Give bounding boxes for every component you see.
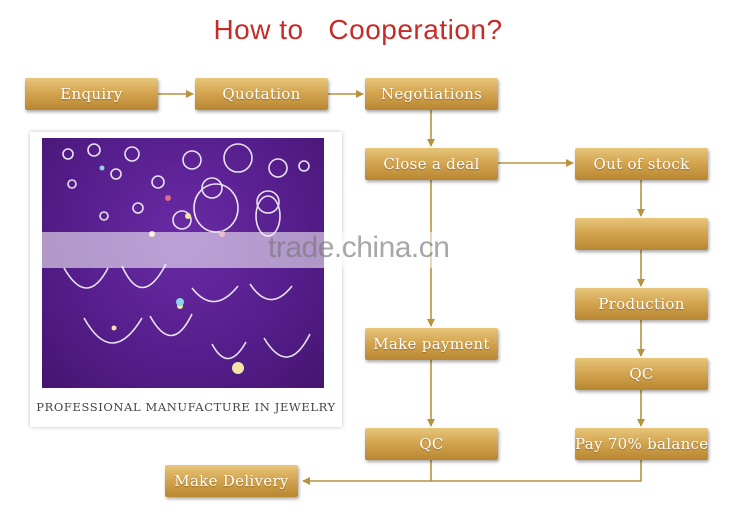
photo-caption: PROFESSIONAL MANUFACTURE IN JEWELRY	[36, 400, 336, 414]
arrow-paybalance-delivery	[302, 460, 642, 485]
step-make-delivery: Make Delivery	[165, 465, 298, 497]
step-negotiations: Negotiations	[365, 78, 498, 110]
step-production: Production	[575, 288, 708, 320]
step-qc-right: QC	[575, 358, 708, 390]
jewelry-photo-card: PROFESSIONAL MANUFACTURE IN JEWELRY	[30, 132, 342, 427]
watermark-text: trade.china.cn	[268, 231, 450, 264]
step-pay-balance: Pay 70% balance	[575, 428, 708, 460]
step-make-payment: Make payment	[365, 328, 498, 360]
step-out-of-stock: Out of stock	[575, 148, 708, 180]
step-obscured	[575, 218, 708, 250]
step-quotation: Quotation	[195, 78, 328, 110]
watermark-band	[40, 232, 496, 268]
page-title: How to Cooperation?	[213, 14, 503, 45]
step-close-deal: Close a deal	[365, 148, 498, 180]
step-qc-left: QC	[365, 428, 498, 460]
step-enquiry: Enquiry	[25, 78, 158, 110]
jewelry-illustration	[62, 143, 311, 374]
